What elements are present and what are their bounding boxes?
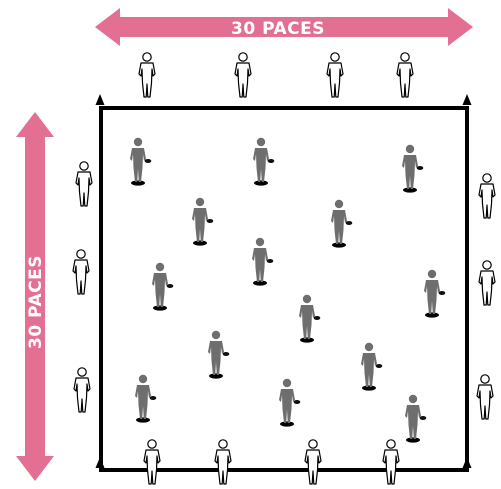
inside-player-icon <box>208 331 229 379</box>
outside-player-icon <box>76 162 92 206</box>
cone-icon <box>96 457 105 468</box>
cone-icon <box>463 457 472 468</box>
outside-player-icon <box>305 440 321 484</box>
inside-player-icon <box>192 198 213 246</box>
outside-player-icon <box>383 440 399 484</box>
outside-player-icon <box>397 53 413 97</box>
inside-player-icon <box>402 145 423 193</box>
inside-player-icon <box>424 270 445 318</box>
inside-player-icon <box>152 263 173 311</box>
outside-player-icon <box>327 53 343 97</box>
inside-player-icon <box>253 138 274 186</box>
height-arrow: 30 PACES <box>16 112 54 481</box>
cone-icon <box>96 94 105 105</box>
inside-player-icon <box>299 295 320 343</box>
inside-player-icon <box>361 343 382 391</box>
height-label: 30 PACES <box>26 255 46 349</box>
inside-player-icon <box>331 200 352 248</box>
outside-player-icon <box>144 440 160 484</box>
outside-player-icon <box>215 440 231 484</box>
outside-player-icon <box>477 375 493 419</box>
outside-player-icon <box>139 53 155 97</box>
width-arrow: 30 PACES <box>95 8 473 46</box>
width-label: 30 PACES <box>231 19 325 39</box>
inside-player-icon <box>135 375 156 423</box>
outside-player-icon <box>74 368 90 412</box>
outside-player-icon <box>479 261 495 305</box>
outside-player-icon <box>73 250 89 294</box>
cone-icon <box>463 94 472 105</box>
inside-player-icon <box>252 238 273 286</box>
outside-player-icon <box>235 53 251 97</box>
inside-player-icon <box>130 138 151 186</box>
inside-player-icon <box>279 379 300 427</box>
inside-player-icon <box>405 395 426 443</box>
outside-player-icon <box>479 174 495 218</box>
